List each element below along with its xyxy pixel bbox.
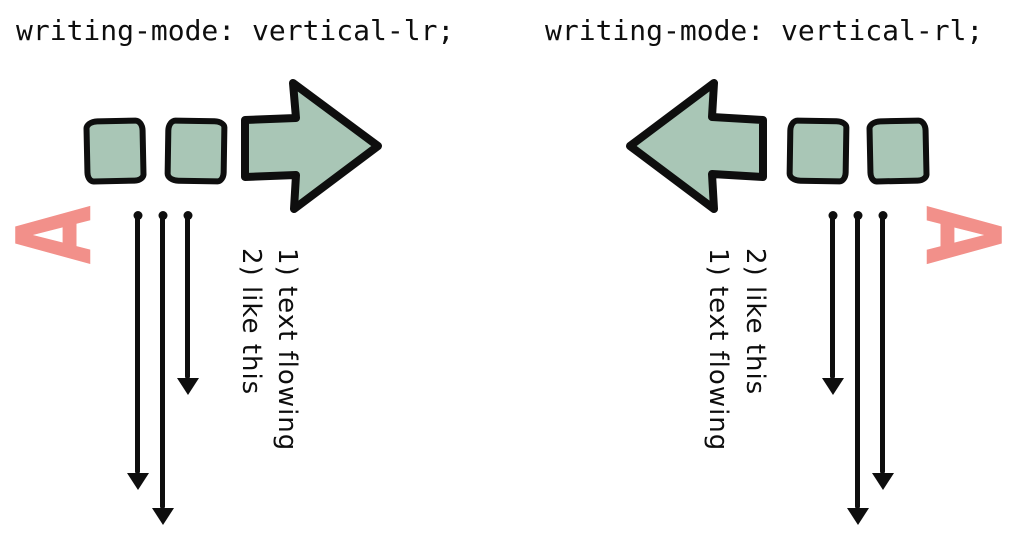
block-flow-right-arrow-icon xyxy=(241,79,382,213)
block-square-2 xyxy=(866,117,930,185)
text-flow-arrow-icon-2 xyxy=(855,214,860,509)
rotated-letter-a: A xyxy=(0,205,115,265)
block-square-1 xyxy=(83,117,147,185)
text-flow-arrow-icon-3 xyxy=(880,214,885,474)
caption-column-left: 2) like this xyxy=(235,248,266,396)
text-flow-arrow-icon-1 xyxy=(830,214,835,379)
rotated-letter-a: A xyxy=(902,205,1023,265)
caption-column-right: 2) like this xyxy=(739,248,770,396)
code-title: writing-mode: vertical-lr; xyxy=(16,14,455,47)
block-flow-left-arrow-icon xyxy=(626,79,767,213)
panel-vertical-lr: writing-mode: vertical-lr; A 2) like thi… xyxy=(0,0,512,547)
caption-column-right: 1) text flowing xyxy=(271,248,302,452)
block-square-1 xyxy=(786,117,850,185)
code-title: writing-mode: vertical-rl; xyxy=(545,14,984,47)
text-flow-arrow-icon-1 xyxy=(135,214,140,474)
text-flow-arrow-icon-3 xyxy=(185,214,190,379)
caption-column-left: 1) text flowing xyxy=(702,248,733,452)
block-square-2 xyxy=(164,117,228,185)
panel-vertical-rl: writing-mode: vertical-rl; 1) text flowi… xyxy=(512,0,1024,547)
text-flow-arrow-icon-2 xyxy=(160,214,165,509)
